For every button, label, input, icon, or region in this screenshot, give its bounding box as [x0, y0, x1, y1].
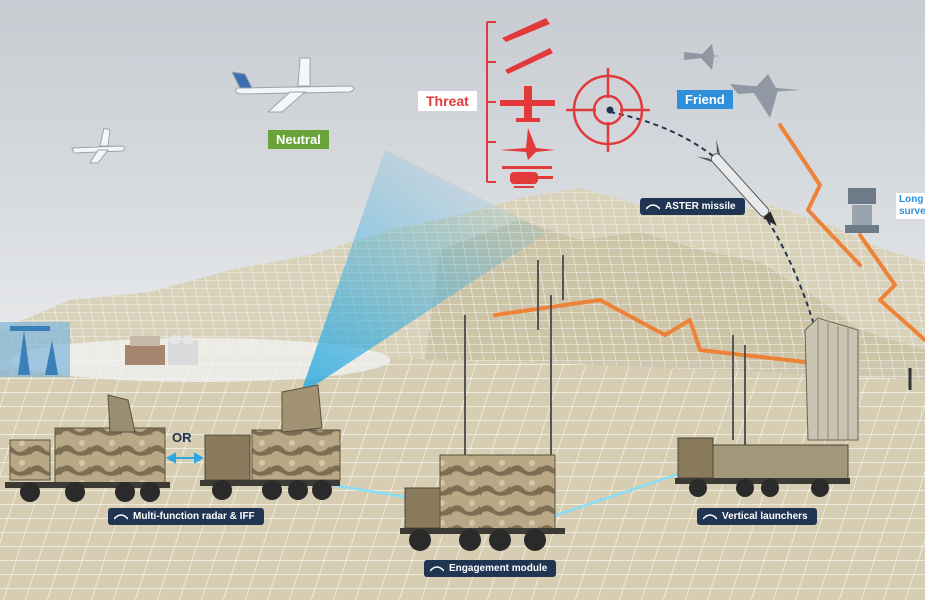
or-arrow-icon	[165, 452, 205, 464]
mountain-range	[0, 188, 925, 400]
multi-function-radar-caption: Multi-function radar & IFF	[108, 508, 264, 525]
infrastructure-icon	[125, 335, 198, 365]
threat-helicopter-icon	[502, 166, 553, 188]
engagement-module-text: Engagement module	[449, 563, 548, 574]
vertical-launcher-truck	[675, 317, 859, 497]
radar-truck-2	[200, 384, 341, 500]
aster-missile-icon	[696, 139, 777, 226]
long-range-surveillance-label: Long surve	[896, 193, 925, 219]
jamming-signal	[493, 123, 925, 364]
threat-bracket	[486, 21, 496, 183]
or-label: OR	[172, 430, 192, 445]
threat-cruise-missile-icon	[505, 48, 553, 74]
neutral-label: Neutral	[268, 130, 329, 149]
aster-missile-text: ASTER missile	[665, 201, 736, 212]
vertical-launchers-text: Vertical launchers	[722, 511, 808, 522]
friend-label: Friend	[677, 90, 733, 109]
threat-missile-icon	[502, 18, 550, 42]
aster-logo-icon	[646, 203, 660, 210]
engagement-module-caption: Engagement module	[424, 560, 557, 577]
antenna-masts	[464, 255, 746, 470]
small-jet-icon	[71, 127, 126, 164]
engagement-module-truck	[400, 454, 565, 551]
radar-truck-1	[5, 394, 170, 502]
missile-trajectory	[609, 111, 816, 329]
aster-logo-icon	[430, 565, 444, 572]
threat-fighter-icon	[500, 128, 555, 160]
radar-beam	[300, 150, 548, 395]
long-range-radar-icon	[845, 188, 879, 233]
threat-drone-icon	[500, 86, 555, 122]
threat-label: Threat	[418, 91, 477, 111]
aster-logo-icon	[114, 513, 128, 520]
target-reticle-icon	[566, 68, 650, 152]
aster-logo-icon	[703, 513, 717, 520]
multi-function-radar-text: Multi-function radar & IFF	[133, 511, 255, 522]
port-crane-icon	[0, 322, 70, 377]
airliner-icon	[231, 57, 355, 113]
friend-fighter-small-icon	[684, 44, 720, 70]
vertical-launchers-caption: Vertical launchers	[697, 508, 817, 525]
aster-missile-caption: ASTER missile	[640, 198, 745, 215]
friend-fighter-large-icon	[730, 74, 800, 118]
